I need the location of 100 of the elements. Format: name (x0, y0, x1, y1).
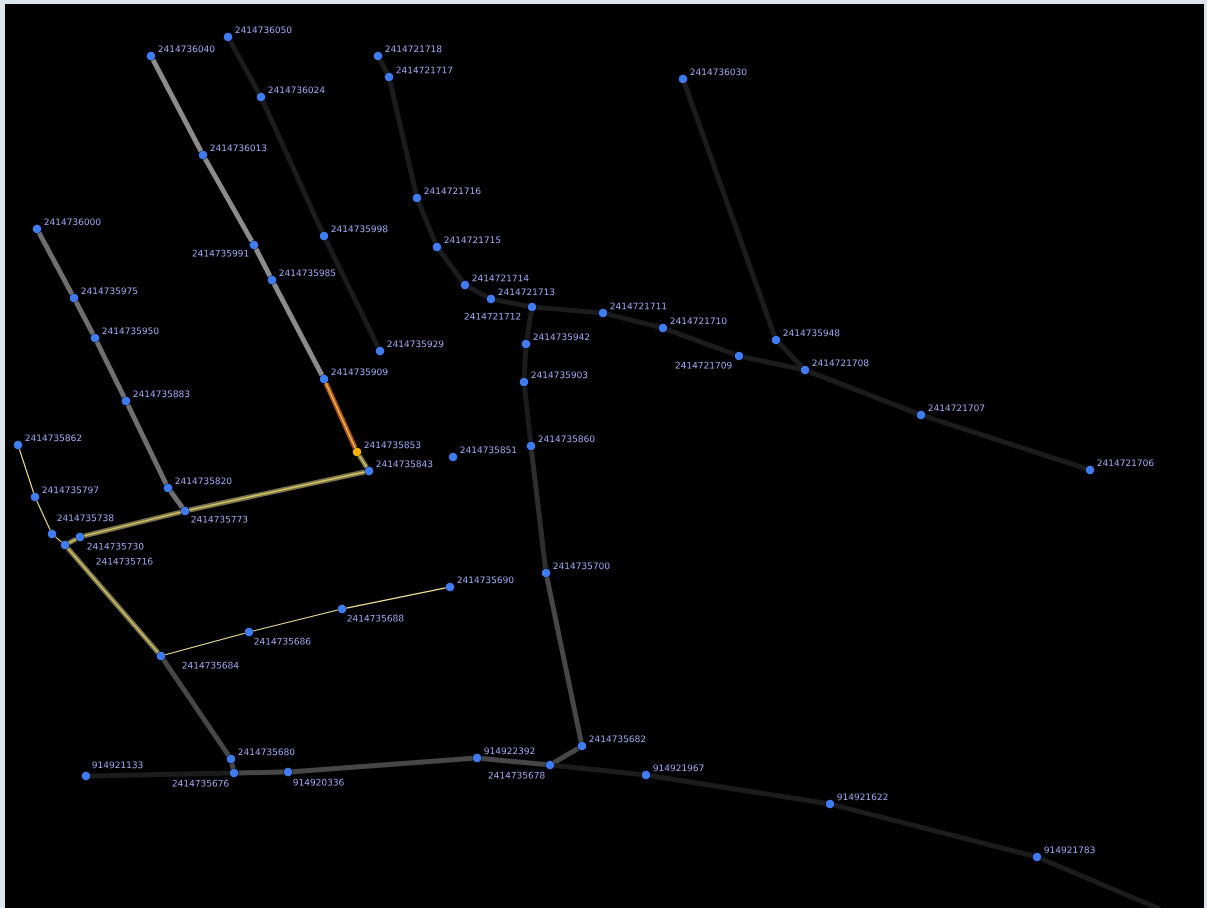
node-label: 2414735680 (238, 748, 295, 756)
connector-line (416, 201, 438, 244)
connector-line (357, 454, 369, 469)
node-label: 2414735738 (57, 514, 114, 522)
node-label: 914920336 (293, 778, 344, 786)
connector-line (188, 469, 366, 513)
node-label: 2414721716 (424, 187, 481, 195)
node-label: 2414736013 (210, 144, 267, 152)
connector-line (238, 769, 284, 776)
node-label: 914921133 (92, 761, 143, 769)
node-label: 2414735730 (87, 542, 144, 550)
node-label: 2414735716 (96, 557, 153, 565)
connector-line (467, 284, 489, 300)
node-label: 2414721714 (472, 274, 529, 282)
node-label: 2414735820 (175, 477, 232, 485)
node-label: 2414735678 (488, 771, 545, 779)
node-label: 2414735903 (531, 371, 588, 379)
connector-line (125, 403, 169, 486)
connector-line (494, 297, 529, 309)
connector-line (481, 755, 546, 768)
connector-line (529, 450, 548, 569)
connector-line (323, 382, 358, 449)
node-label: 2414735942 (533, 333, 590, 341)
node-label: 2414721717 (396, 66, 453, 74)
node-label: 2414735948 (783, 329, 840, 337)
connector-line (18, 448, 35, 494)
connector-line (36, 231, 75, 296)
connector-line (90, 770, 230, 779)
node-label: 2414721713 (498, 288, 555, 296)
connector-line (536, 304, 599, 316)
connector-line (292, 755, 473, 775)
node-label: 2414735686 (254, 637, 311, 645)
node-label: 2414735851 (460, 446, 517, 454)
node-label: 2414721708 (812, 359, 869, 367)
node-label: 2414735950 (102, 327, 159, 335)
node-label: 2414721706 (1097, 459, 1154, 467)
connector-line (323, 238, 381, 349)
connector-line (522, 386, 533, 442)
connector-line (437, 249, 465, 283)
connector-line (36, 500, 51, 531)
node-label: 914922392 (484, 747, 535, 755)
node-label: 914921967 (653, 764, 704, 772)
connector-line (168, 490, 185, 509)
connector-line (554, 763, 642, 778)
connector-line (271, 282, 325, 377)
connector-line (777, 341, 804, 369)
node-label: 2414735929 (387, 340, 444, 348)
connector-line (521, 348, 529, 378)
connector-line (833, 802, 1034, 859)
connector-line (377, 58, 390, 75)
connector-line (742, 354, 802, 372)
node-label: 2414721709 (675, 361, 732, 369)
node-label: 2414721715 (444, 236, 501, 244)
connector-line (252, 609, 339, 632)
node-label: 2414735985 (279, 269, 336, 277)
connector-line (524, 311, 534, 340)
node-label: 2414721712 (464, 312, 521, 320)
connector-line (552, 746, 580, 765)
node-label: 2414736040 (158, 45, 215, 53)
connector-line (83, 509, 182, 539)
connector-line (1040, 856, 1161, 908)
connector-line (682, 82, 777, 337)
connector-line (94, 340, 127, 399)
connector-line (260, 100, 325, 233)
node-label: 2414735684 (182, 661, 239, 669)
node-label: 2414736050 (235, 26, 292, 34)
node-label: 2414736024 (268, 86, 325, 94)
connector-line (66, 546, 160, 655)
connector-line (924, 414, 1087, 471)
node-label: 2414735682 (589, 735, 646, 743)
node-label: 2414735676 (172, 779, 229, 787)
node-label: 2414736030 (690, 68, 747, 76)
node-label: 2414735773 (191, 515, 248, 523)
connector-line (253, 247, 273, 278)
node-label: 2414735883 (133, 390, 190, 398)
connector-line (150, 58, 204, 153)
connector-line (387, 80, 419, 195)
node-label: 2414735843 (376, 460, 433, 468)
node-label: 2414735860 (538, 435, 595, 443)
node-label: 2414735862 (25, 434, 82, 442)
node-label: 2414721710 (670, 317, 727, 325)
connector-line (808, 369, 918, 416)
connector-line (161, 658, 231, 757)
node-label: 2414721711 (610, 302, 667, 310)
connector-line (203, 157, 254, 243)
node-label: 2414735853 (364, 441, 421, 449)
connector-line (227, 39, 262, 95)
node-label: 914921783 (1044, 846, 1095, 854)
node-label: 2414735700 (553, 562, 610, 570)
node-label: 2414735690 (457, 576, 514, 584)
connector-line (345, 587, 447, 609)
connector-line (54, 536, 63, 543)
node-label: 2414735909 (331, 368, 388, 376)
connector-line (666, 327, 736, 357)
connector-line (544, 576, 584, 743)
node-label: 2414735688 (347, 614, 404, 622)
node-label: 2414735991 (192, 249, 249, 257)
node-label: 2414721718 (385, 45, 442, 53)
connector-line (164, 632, 246, 656)
node-label: 2414736000 (44, 218, 101, 226)
